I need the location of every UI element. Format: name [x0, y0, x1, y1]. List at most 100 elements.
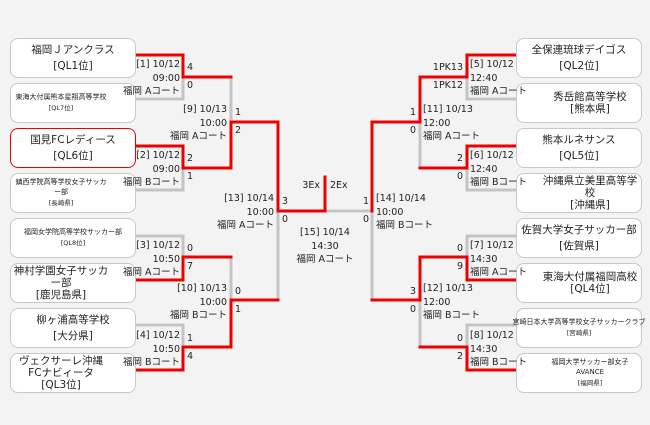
score: 4	[187, 62, 194, 73]
match-info: [13] 10/14 10:00 福岡 Aコート	[217, 192, 274, 233]
team-rank: [宮崎県]	[566, 329, 592, 337]
match-info: [3] 10/12 10:50 福岡 Aコート	[123, 239, 180, 280]
match-id: [8] 10/12	[470, 330, 514, 341]
match-court: 福岡 Bコート	[169, 310, 227, 321]
score: 4	[187, 351, 194, 362]
match-time: 10:00	[246, 206, 274, 218]
match-id: [9] 10/13	[183, 104, 227, 115]
team-box: 全保連琉球デイゴス [QL2位]	[516, 38, 642, 78]
match-court: 福岡 Aコート	[216, 220, 274, 231]
score: 1PK13	[432, 62, 463, 73]
match-court: 福岡 Aコート	[122, 86, 180, 97]
match-court: 福岡 Aコート	[423, 131, 481, 142]
match-court: 福岡 Aコート	[122, 267, 180, 278]
score: 0	[235, 286, 242, 297]
team-box: 沖縄県立美里高等学校[沖縄県]	[516, 173, 642, 213]
match-time: 10:00	[199, 117, 227, 129]
match-id: [13] 10/14	[224, 193, 274, 204]
match-info: [12] 10/13 12:00 福岡 Bコート	[423, 282, 480, 323]
match-time: 14:30	[470, 253, 498, 265]
match-time: 10:50	[152, 253, 180, 265]
team-rank: [長崎県]	[48, 199, 74, 207]
score: 2	[187, 153, 194, 164]
score: 0	[187, 80, 194, 91]
team-name: 宮崎日本大学高等学校女子サッカークラブ	[512, 318, 646, 326]
score: 0	[456, 333, 463, 344]
score: 1	[235, 107, 242, 118]
match-time: 12:00	[423, 117, 451, 129]
team-name: ヴェクサーレ沖縄FCナビィータ	[19, 355, 103, 379]
team-rank: [QL5位]	[559, 150, 599, 162]
team-name: 東海大付属福岡高校	[542, 271, 638, 283]
team-box: 福岡Ｊアンクラス[QL1位]	[10, 38, 136, 78]
match-court: 福岡 Bコート	[122, 177, 180, 188]
score: 1PK12	[432, 80, 463, 91]
match-time: 10:00	[199, 296, 227, 308]
team-name: 全保連琉球デイゴス	[531, 44, 627, 56]
match-id: [15] 10/14	[300, 227, 350, 238]
team-rank: [佐賀県]	[559, 240, 599, 252]
score: 2	[456, 153, 463, 164]
team-name: 佐賀大学女子サッカー部	[521, 224, 637, 236]
match-time: 14:30	[470, 343, 498, 355]
score: 3	[409, 286, 416, 297]
score: 0	[409, 304, 416, 315]
match-court: 福岡 Bコート	[470, 177, 528, 188]
team-name: 柳ヶ浦高等学校	[36, 314, 110, 326]
score: 7	[187, 261, 194, 272]
team-box: 佐賀大学女子サッカー部 [佐賀県]	[516, 218, 642, 258]
match-time: 09:00	[152, 72, 180, 84]
team-name: 秀岳館高等学校	[553, 91, 627, 103]
team-rank: [QL2位]	[559, 60, 599, 72]
final-score-left: 3Ex	[302, 180, 320, 191]
match-id: [5] 10/12	[470, 59, 514, 70]
team-box: 秀岳館高等学校[熊本県]	[516, 83, 642, 123]
match-id: [12] 10/13	[423, 283, 473, 294]
team-box: 福岡女学院高等学校サッカー部[QL8位]	[10, 218, 136, 258]
match-court: 福岡 Aコート	[470, 267, 528, 278]
team-name: 神村学園女子サッカー部	[13, 265, 109, 289]
score: 0	[409, 125, 416, 136]
team-rank: [鹿児島県]	[35, 289, 87, 301]
score: 2	[235, 125, 242, 136]
score: 1	[187, 333, 194, 344]
team-box: 宮崎日本大学高等学校女子サッカークラブ [宮崎県]	[513, 308, 646, 348]
team-rank: [大分県]	[53, 330, 93, 342]
match-time: 10:00	[376, 206, 404, 218]
team-box: 東海大付属熊本星翔高等学校[QL7位]	[10, 83, 136, 123]
team-name: 熊本ルネサンス	[542, 134, 616, 146]
team-name: 国見FCレディース	[30, 134, 116, 146]
team-rank: [熊本県]	[570, 103, 610, 115]
team-box: 福岡大学サッカー部女子AVANCE[福岡県]	[516, 353, 642, 393]
score: 2	[456, 351, 463, 362]
team-rank: [沖縄県]	[570, 199, 610, 211]
score: 1	[362, 196, 369, 207]
score: 1	[235, 304, 242, 315]
team-box: ヴェクサーレ沖縄FCナビィータ[QL3位]	[10, 353, 136, 393]
match-time: 12:40	[470, 72, 498, 84]
score: 0	[456, 171, 463, 182]
match-id: [6] 10/12	[470, 150, 514, 161]
team-rank: [QL4位]	[570, 283, 610, 295]
match-id: [3] 10/12	[136, 240, 180, 251]
final-score-right: 2Ex	[330, 180, 348, 191]
team-box: 国見FCレディース[QL6位]	[10, 128, 136, 168]
score: 0	[362, 214, 369, 225]
team-name: 沖縄県立美里高等学校	[542, 175, 638, 199]
match-court: 福岡 Aコート	[169, 131, 227, 142]
match-time: 12:00	[423, 296, 451, 308]
team-name: 福岡Ｊアンクラス	[31, 44, 115, 56]
match-time: 10:50	[152, 343, 180, 355]
team-name: 東海大付属熊本星翔高等学校	[15, 93, 107, 101]
match-court: 福岡 Bコート	[423, 310, 481, 321]
